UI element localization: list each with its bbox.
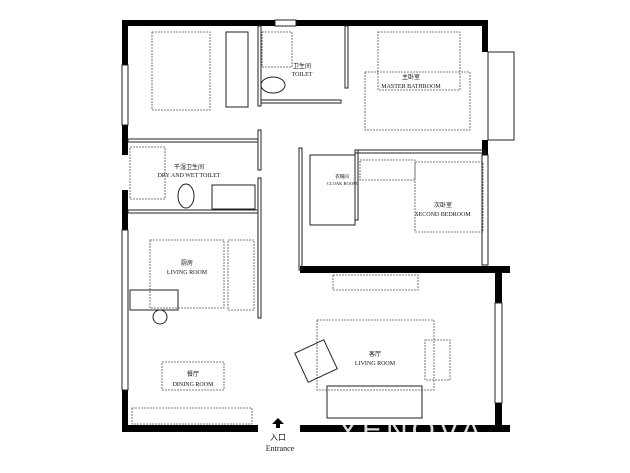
svg-text:入口: 入口: [270, 433, 286, 442]
room-label-second-bedroom: 次卧室 SECOND BEDROOM: [415, 201, 471, 218]
svg-text:TOILET: TOILET: [292, 72, 313, 78]
svg-text:MASTER BATHROOM: MASTER BATHROOM: [381, 84, 441, 90]
svg-text:Entrance: Entrance: [266, 444, 295, 453]
svg-text:LIVING ROOM: LIVING ROOM: [167, 270, 208, 276]
svg-text:主卧室: 主卧室: [402, 73, 420, 81]
svg-text:LIVING ROOM: LIVING ROOM: [355, 361, 396, 367]
entrance-marker: 入口 Entrance: [266, 418, 295, 453]
room-label-master: 主卧室 MASTER BATHROOM: [381, 73, 441, 90]
room-label-dry-wet-toilet: 干湿卫生间 DRY AND WET TOILET: [158, 163, 221, 179]
walls: [121, 19, 515, 432]
room-label-living: 客厅 LIVING ROOM: [355, 350, 396, 367]
svg-text:干湿卫生间: 干湿卫生间: [174, 163, 204, 171]
furniture: [129, 31, 484, 425]
room-label-toilet: 卫生间 TOILET: [292, 62, 313, 78]
svg-text:卫生间: 卫生间: [293, 62, 311, 70]
svg-text:衣帽间: 衣帽间: [335, 173, 349, 180]
svg-text:次卧室: 次卧室: [434, 201, 452, 209]
svg-text:CLOAK ROOM: CLOAK ROOM: [327, 181, 357, 186]
watermark: YENOVA: [338, 414, 485, 447]
room-label-dining: 餐厅 DINING ROOM: [173, 370, 214, 388]
svg-text:客厅: 客厅: [369, 350, 381, 358]
arrow-up-icon: [272, 418, 284, 428]
svg-text:SECOND BEDROOM: SECOND BEDROOM: [415, 212, 471, 218]
room-label-cloak: 衣帽间 CLOAK ROOM: [327, 173, 357, 186]
svg-text:DRY AND WET TOILET: DRY AND WET TOILET: [158, 173, 221, 179]
svg-text:厨房: 厨房: [181, 259, 193, 267]
svg-text:DINING ROOM: DINING ROOM: [173, 382, 214, 388]
room-label-kitchen: 厨房 LIVING ROOM: [167, 259, 208, 276]
svg-text:餐厅: 餐厅: [187, 370, 199, 378]
